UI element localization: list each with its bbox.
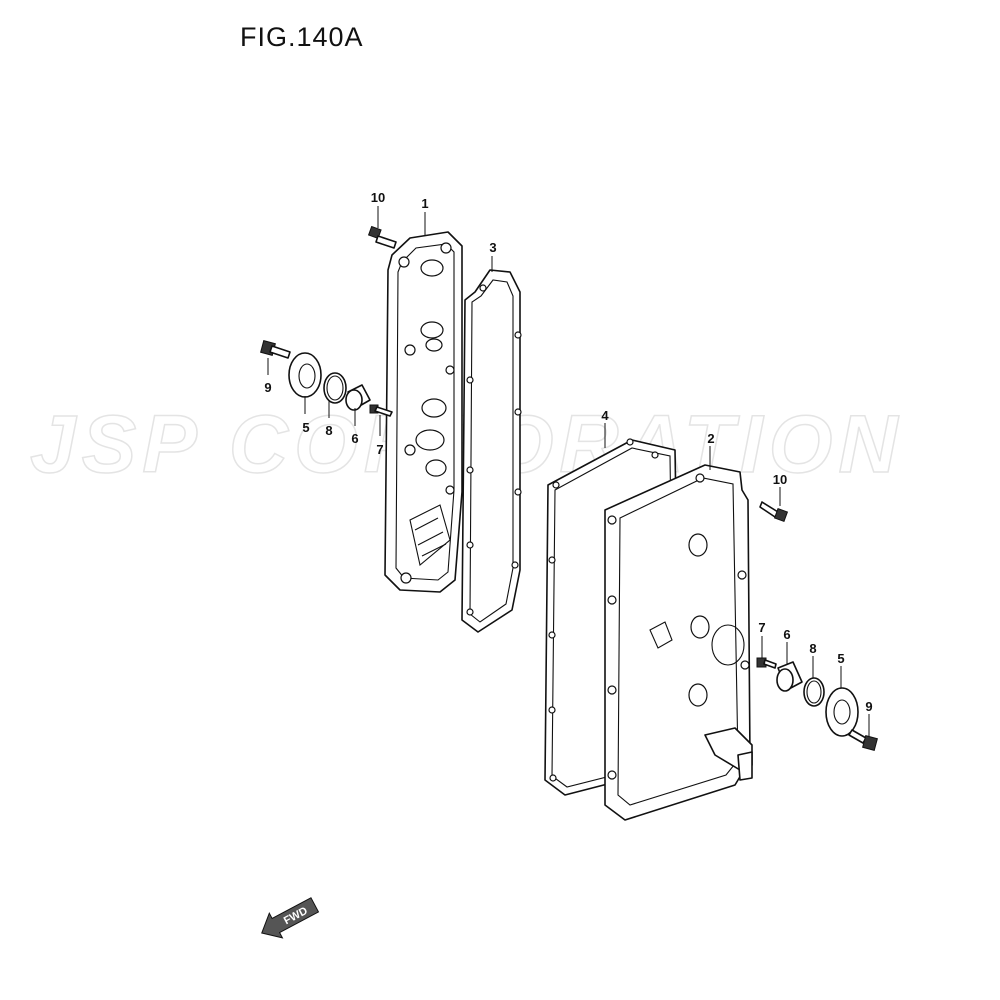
callout-6-right: 6 — [783, 627, 790, 642]
left-bolt-7 — [369, 404, 393, 417]
callout-5-left: 5 — [302, 420, 309, 435]
left-bolt-10 — [367, 225, 397, 249]
callout-9-right: 9 — [865, 699, 872, 714]
callout-10-right: 10 — [773, 472, 787, 487]
callout-4: 4 — [601, 408, 609, 423]
leader-lines — [267, 206, 870, 737]
callout-8-right: 8 — [809, 641, 816, 656]
left-plate-5 — [288, 352, 322, 398]
callout-1: 1 — [421, 196, 428, 211]
callout-3: 3 — [489, 240, 496, 255]
right-bolt-10 — [759, 501, 789, 523]
callout-2: 2 — [707, 431, 714, 446]
right-oring-8 — [803, 677, 825, 707]
callouts: 10 1 3 9 5 8 6 7 4 2 10 7 6 8 5 9 — [264, 190, 872, 714]
left-sleeve-6 — [345, 384, 371, 411]
left-oring-8 — [323, 372, 347, 404]
part-2-cover — [604, 464, 753, 821]
callout-6-left: 6 — [351, 431, 358, 446]
part-3-gasket — [461, 269, 522, 633]
callout-5-right: 5 — [837, 651, 844, 666]
callout-10-left: 10 — [371, 190, 385, 205]
fwd-arrow: FWD — [261, 897, 320, 939]
callout-9-left: 9 — [264, 380, 271, 395]
left-bolt-9 — [260, 340, 291, 359]
figure-title: FIG.140A — [240, 22, 364, 52]
part-1-exhaust-cover — [384, 231, 463, 593]
right-bolt-9 — [848, 729, 878, 751]
callout-7-right: 7 — [758, 620, 765, 635]
right-bolt-7 — [756, 657, 777, 669]
callout-8-left: 8 — [325, 423, 332, 438]
callout-7-left: 7 — [376, 442, 383, 457]
right-plate-5 — [825, 687, 859, 737]
right-sleeve-6 — [776, 661, 803, 692]
